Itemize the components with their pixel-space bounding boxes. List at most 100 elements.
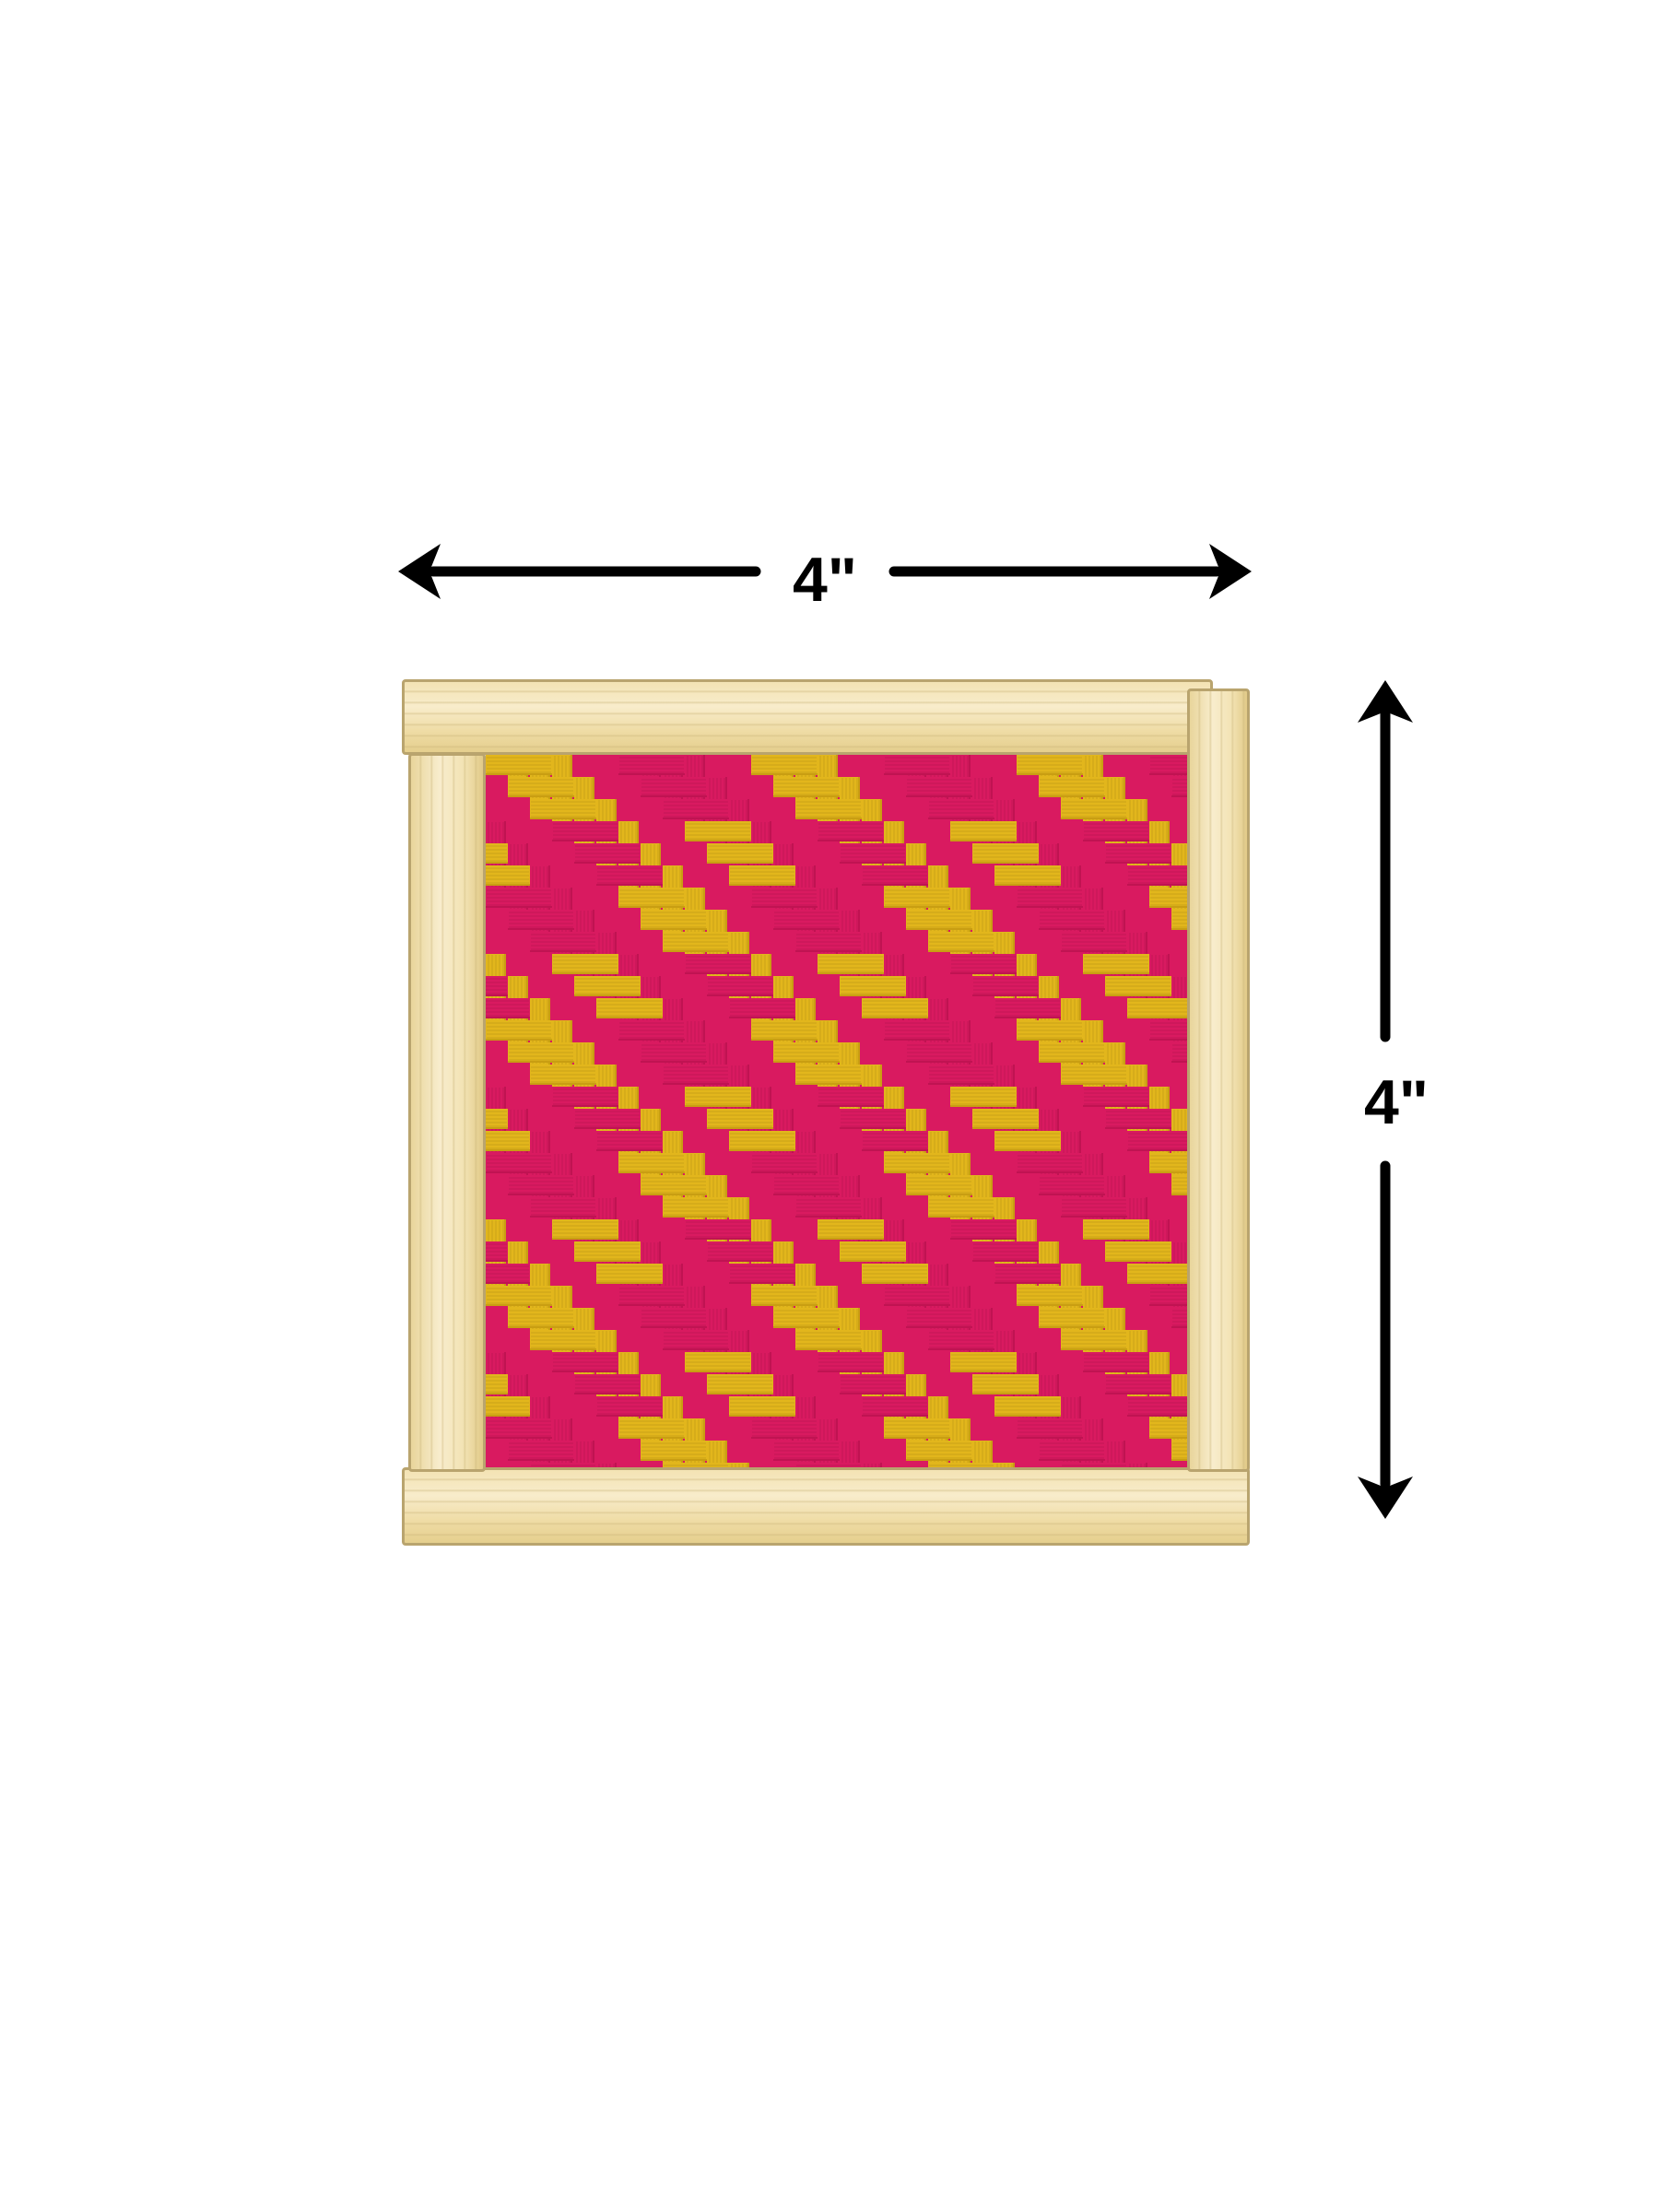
weave-strip xyxy=(707,1241,773,1262)
weave-strip-shadow xyxy=(1017,1304,1083,1306)
weave-strip-shadow xyxy=(486,1149,530,1151)
weave-strip xyxy=(596,865,663,886)
weave-strip xyxy=(486,1020,552,1041)
weave-strip xyxy=(486,1396,530,1417)
weave-strip xyxy=(818,1087,884,1107)
weave-strip xyxy=(1171,1441,1187,1461)
weave-strip-shadow xyxy=(1061,1216,1127,1218)
weave-strip-shadow xyxy=(618,1039,685,1041)
weave-strip-shadow xyxy=(1171,1459,1187,1461)
weave-strip xyxy=(1083,821,1149,841)
woven-mat xyxy=(486,755,1187,1467)
weave-strip xyxy=(641,910,707,930)
weave-strip-shadow xyxy=(530,1083,596,1085)
weave-strip-shadow xyxy=(618,773,685,775)
weave-strip-shadow xyxy=(1105,1393,1171,1394)
weave-strip xyxy=(685,1087,751,1107)
weave-strip-shadow xyxy=(1149,1304,1187,1306)
weave-strip xyxy=(530,799,596,819)
weave-strip xyxy=(1171,1308,1187,1328)
weave-strip xyxy=(685,954,751,974)
weave-strip-shadow xyxy=(1127,1282,1187,1284)
weave-strip-shadow xyxy=(663,1083,729,1085)
weave-strip-shadow xyxy=(884,1171,950,1173)
weave-strip xyxy=(530,1330,596,1350)
weave-strip-shadow xyxy=(1171,928,1187,930)
weave-strip xyxy=(1105,1241,1171,1262)
weave-strip xyxy=(906,1175,972,1195)
weave-strip xyxy=(574,843,641,864)
weave-strip-shadow xyxy=(1017,1171,1083,1173)
weave-strip xyxy=(1127,1463,1147,1467)
weave-strip-shadow xyxy=(994,1017,1061,1018)
weave-strip-shadow xyxy=(1061,818,1127,819)
weave-strip-shadow xyxy=(1149,906,1187,908)
weave-strip xyxy=(906,777,972,797)
weave-strip xyxy=(928,932,994,952)
weave-strip xyxy=(574,1374,641,1394)
weave-strip-shadow xyxy=(530,1216,596,1218)
weave-strip xyxy=(1105,843,1171,864)
weave-strip xyxy=(972,1109,1039,1129)
weave-strip-shadow xyxy=(818,1105,884,1107)
weave-strip-shadow xyxy=(884,1039,950,1041)
weave-strip xyxy=(1061,932,1127,952)
weave-strip-shadow xyxy=(928,1216,994,1218)
weave-strip-shadow xyxy=(1061,1348,1127,1350)
weave-strip xyxy=(486,888,552,908)
weave-strip-shadow xyxy=(552,1105,618,1107)
weave-strip xyxy=(906,1042,972,1063)
weave-strip-shadow xyxy=(486,1282,530,1284)
weave-strip xyxy=(1061,1463,1127,1467)
weave-strip xyxy=(1039,1042,1105,1063)
weave-strip-shadow xyxy=(1061,1083,1127,1085)
weave-strip-shadow xyxy=(747,1463,749,1467)
weave-strip-shadow xyxy=(508,1194,574,1195)
weave-strip-shadow xyxy=(994,884,1061,886)
weave-strip-shadow xyxy=(486,906,552,908)
weave-strip-shadow xyxy=(795,1083,862,1085)
weave-strip-shadow xyxy=(1017,1039,1083,1041)
weave-strip-shadow xyxy=(1017,906,1083,908)
weave-strip-shadow xyxy=(685,1105,751,1107)
weave-strip xyxy=(663,1463,729,1467)
weave-strip-shadow xyxy=(486,1437,552,1439)
weave-strip xyxy=(641,1175,707,1195)
weave-strip-shadow xyxy=(773,795,840,797)
weave-strip-shadow xyxy=(1149,1437,1187,1439)
weave-strip-shadow xyxy=(552,1238,618,1240)
weave-strip xyxy=(663,1330,729,1350)
weave-strip-shadow xyxy=(906,795,972,797)
weave-strip xyxy=(552,1352,618,1372)
weave-strip-shadow xyxy=(508,1061,574,1063)
weave-strip-shadow xyxy=(840,994,906,996)
weave-strip-shadow xyxy=(950,1105,1017,1107)
weave-strip xyxy=(818,1352,884,1372)
weave-strip-shadow xyxy=(1083,840,1149,841)
weave-strip xyxy=(928,1463,994,1467)
weave-strip-shadow xyxy=(795,1216,862,1218)
weave-strip xyxy=(884,755,950,775)
weave-strip-shadow xyxy=(906,928,972,930)
weave-strip xyxy=(773,1308,840,1328)
weave-strip xyxy=(707,1109,773,1129)
weave-strip xyxy=(1017,1020,1083,1041)
weave-strip-shadow xyxy=(1127,1415,1187,1417)
weave-strip-shadow xyxy=(486,1260,508,1262)
weave-strip xyxy=(1149,755,1187,775)
weave-strip-shadow xyxy=(928,1348,994,1350)
weave-strip xyxy=(685,1219,751,1240)
weave-strip-shadow xyxy=(530,950,596,952)
weave-strip xyxy=(862,1396,928,1417)
weave-strip-shadow xyxy=(950,972,1017,974)
weave-strip-shadow xyxy=(729,1282,795,1284)
weave-strip-shadow xyxy=(663,818,729,819)
weave-strip-shadow xyxy=(1105,1260,1171,1262)
weave-strip xyxy=(906,1308,972,1328)
weave-strip xyxy=(618,1020,685,1041)
weave-strip-shadow xyxy=(508,1326,574,1328)
weave-strip xyxy=(972,976,1039,996)
weave-strip xyxy=(1105,1109,1171,1129)
weave-strip-shadow xyxy=(972,1260,1039,1262)
weave-strip-shadow xyxy=(880,1463,882,1467)
